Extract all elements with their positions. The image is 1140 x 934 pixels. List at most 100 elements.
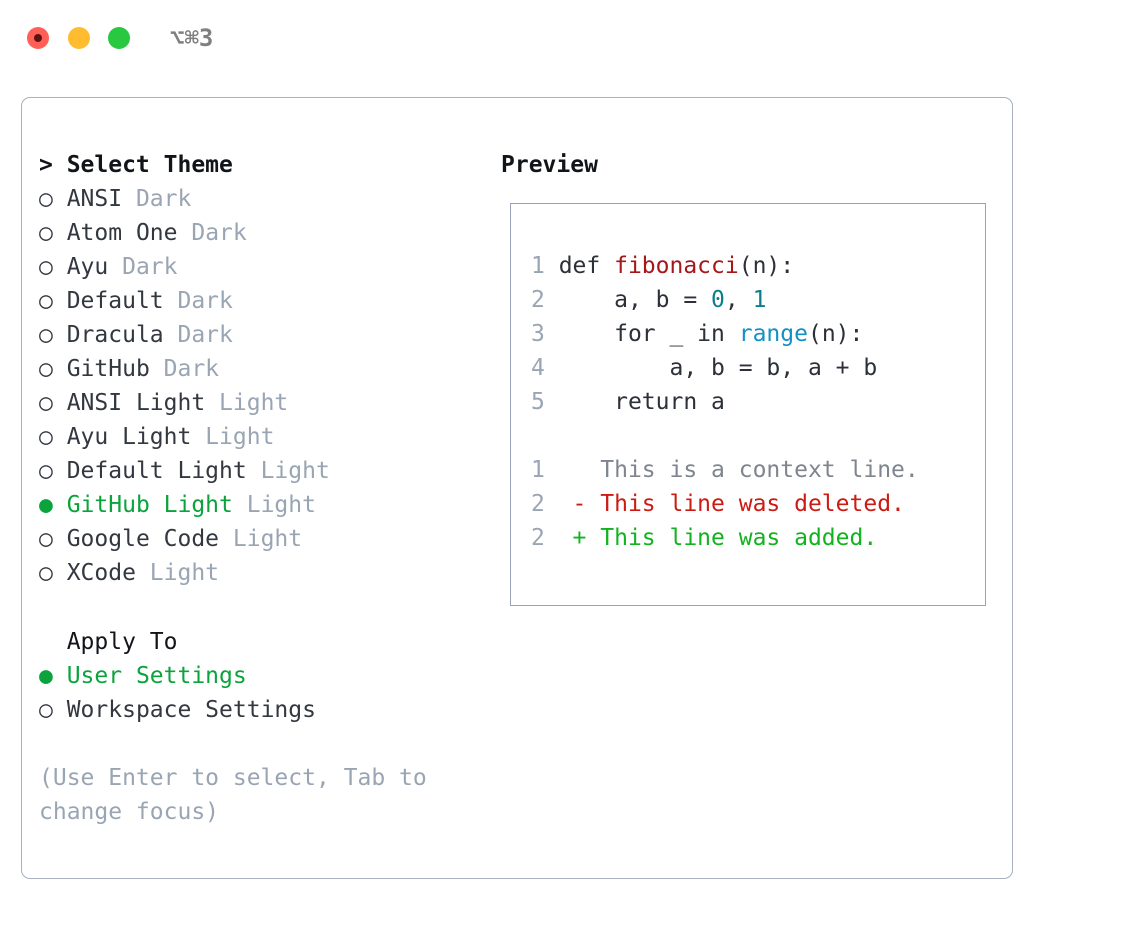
theme-option-atom-one[interactable]: ○ Atom One Dark (39, 216, 489, 250)
radio-unselected-icon[interactable]: ○ (39, 390, 53, 416)
theme-option-kind: Light (205, 424, 275, 450)
diff-line-text: - This line was deleted. (558, 491, 905, 517)
radio-unselected-icon[interactable]: ○ (39, 254, 53, 280)
line-number: 1 (531, 457, 559, 483)
code-token: range (738, 321, 808, 347)
theme-option-kind: Light (232, 526, 303, 552)
minimize-window-button[interactable] (68, 27, 90, 49)
theme-option-label: ANSI Light (52, 390, 220, 416)
line-number: 2 (531, 287, 559, 313)
theme-option-kind: Light (246, 492, 316, 518)
code-line: 4 a, b = b, a + b (531, 351, 971, 385)
theme-option-github[interactable]: ○ GitHub Dark (39, 352, 489, 386)
window-title: ⌥⌘3 (170, 24, 214, 52)
theme-option-google-code[interactable]: ○ Google Code Light (39, 522, 489, 556)
apply-to-option-label: Workspace Settings (52, 697, 316, 723)
theme-option-label: Default Light (52, 458, 261, 484)
theme-option-github-light[interactable]: ● GitHub Light Light (39, 488, 489, 522)
line-number: 2 (531, 525, 559, 551)
radio-unselected-icon[interactable]: ○ (39, 560, 53, 586)
diff-line-del: 2 - This line was deleted. (531, 487, 971, 521)
maximize-window-button[interactable] (108, 27, 130, 49)
code-line: 1 def fibonacci(n): (531, 249, 971, 283)
theme-picker-panel: > Select Theme ○ ANSI Dark○ Atom One Dar… (21, 97, 1013, 879)
theme-option-label: ANSI (52, 186, 136, 212)
code-token: return a (558, 389, 725, 415)
radio-selected-icon[interactable]: ● (39, 663, 53, 689)
theme-option-default[interactable]: ○ Default Dark (39, 284, 489, 318)
keyboard-hint: (Use Enter to select, Tab to change focu… (39, 765, 427, 825)
radio-unselected-icon[interactable]: ○ (39, 322, 53, 348)
code-token: for _ in (558, 321, 739, 347)
code-line: 2 a, b = 0, 1 (531, 283, 971, 317)
code-token: def (558, 253, 615, 279)
code-spacer (531, 419, 971, 453)
code-token: a, b = b, a + b (558, 355, 878, 381)
apply-to-header: Apply To (39, 629, 178, 655)
theme-option-kind: Dark (122, 254, 178, 280)
theme-option-ayu[interactable]: ○ Ayu Dark (39, 250, 489, 284)
code-token: , (724, 287, 753, 313)
radio-unselected-icon[interactable]: ○ (39, 424, 53, 450)
theme-option-label: Google Code (52, 526, 233, 552)
line-number: 1 (531, 253, 559, 279)
diff-line-text: This is a context line. (558, 457, 919, 483)
apply-to-section: Apply To ● User Settings○ Workspace Sett… (39, 625, 489, 727)
theme-option-ansi[interactable]: ○ ANSI Dark (39, 182, 489, 216)
diff-line-ctx: 1 This is a context line. (531, 453, 971, 487)
apply-to-option-user-settings[interactable]: ● User Settings (39, 659, 489, 693)
theme-list: > Select Theme ○ ANSI Dark○ Atom One Dar… (39, 148, 489, 590)
radio-selected-icon[interactable]: ● (39, 492, 53, 518)
diff-line-text: + This line was added. (558, 525, 878, 551)
radio-unselected-icon[interactable]: ○ (39, 356, 53, 382)
theme-option-default-light[interactable]: ○ Default Light Light (39, 454, 489, 488)
line-number: 3 (531, 321, 559, 347)
title-bar: ⌥⌘3 (0, 0, 1140, 76)
code-line: 5 return a (531, 385, 971, 419)
code-line: 3 for _ in range(n): (531, 317, 971, 351)
theme-option-dracula[interactable]: ○ Dracula Dark (39, 318, 489, 352)
radio-unselected-icon[interactable]: ○ (39, 458, 53, 484)
theme-list-header: > Select Theme (39, 152, 233, 178)
theme-option-label: Dracula (52, 322, 178, 348)
radio-unselected-icon[interactable]: ○ (39, 526, 53, 552)
theme-options: ○ ANSI Dark○ Atom One Dark○ Ayu Dark○ De… (39, 182, 489, 590)
code-token: (n): (807, 321, 864, 347)
apply-to-options: ● User Settings○ Workspace Settings (39, 659, 489, 727)
theme-option-kind: Dark (135, 186, 192, 212)
theme-option-ayu-light[interactable]: ○ Ayu Light Light (39, 420, 489, 454)
line-number: 4 (531, 355, 559, 381)
theme-option-kind: Dark (191, 220, 247, 246)
close-icon (34, 34, 42, 42)
theme-option-xcode[interactable]: ○ XCode Light (39, 556, 489, 590)
theme-option-label: XCode (52, 560, 150, 586)
apply-to-option-workspace-settings[interactable]: ○ Workspace Settings (39, 693, 489, 727)
theme-option-label: GitHub (52, 356, 164, 382)
theme-option-kind: Light (219, 390, 289, 416)
theme-option-kind: Light (149, 560, 220, 586)
radio-unselected-icon[interactable]: ○ (39, 697, 53, 723)
line-number: 5 (531, 389, 559, 415)
code-token: a, b = (558, 287, 712, 313)
radio-unselected-icon[interactable]: ○ (39, 186, 53, 212)
code-token: (n): (738, 253, 795, 279)
theme-option-kind: Dark (177, 322, 233, 348)
theme-option-kind: Dark (177, 288, 233, 314)
theme-option-label: GitHub Light (52, 492, 247, 518)
radio-unselected-icon[interactable]: ○ (39, 288, 53, 314)
theme-option-ansi-light[interactable]: ○ ANSI Light Light (39, 386, 489, 420)
theme-option-label: Ayu (52, 254, 123, 280)
radio-unselected-icon[interactable]: ○ (39, 220, 53, 246)
code-token: fibonacci (614, 253, 739, 279)
line-number: 2 (531, 491, 559, 517)
theme-option-kind: Dark (163, 356, 220, 382)
apply-to-option-label: User Settings (52, 663, 247, 689)
theme-option-label: Default (52, 288, 178, 314)
theme-option-label: Atom One (52, 220, 192, 246)
code-token: 0 (711, 287, 725, 313)
diff-line-add: 2 + This line was added. (531, 521, 971, 555)
